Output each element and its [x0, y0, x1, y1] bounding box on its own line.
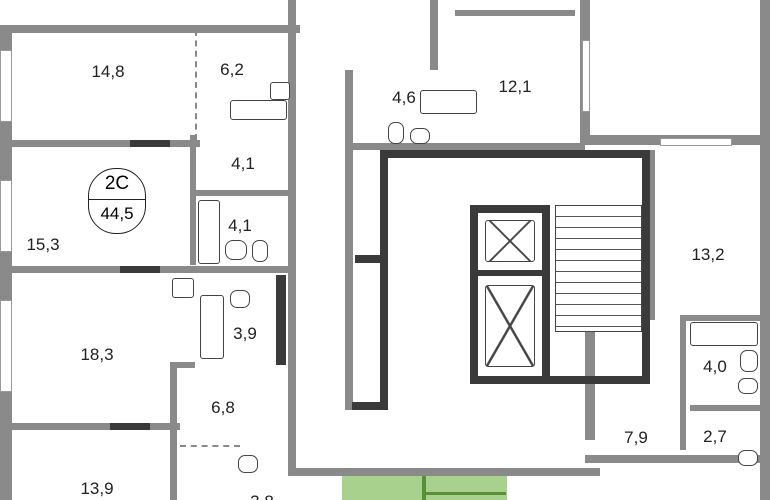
wall [455, 10, 575, 16]
sink [410, 128, 430, 144]
toilet [738, 450, 758, 466]
elevator-wall [542, 205, 550, 380]
bathtub [230, 100, 287, 120]
window [0, 50, 12, 122]
stair-core-wall [352, 402, 388, 410]
partition-line [180, 445, 240, 447]
highlighted-storage-border [426, 492, 506, 495]
room-area: 18,3 [80, 345, 114, 364]
wall [175, 362, 195, 368]
stair-core-wall [642, 150, 650, 384]
elevator-shaft [485, 220, 535, 262]
partition-line [195, 30, 197, 140]
stair-core-wall [380, 150, 388, 405]
window [660, 138, 732, 146]
sink [225, 240, 247, 260]
wall [345, 70, 353, 410]
elevator-wall [470, 205, 478, 380]
wall [130, 140, 170, 147]
room-area: 4,0 [703, 357, 727, 376]
elevator-wall [470, 270, 550, 276]
room-area: 13,2 [691, 245, 725, 264]
toilet [738, 378, 758, 394]
staircase [555, 205, 642, 332]
room-area: 6,2 [220, 60, 244, 79]
room-area: 15,3 [26, 235, 60, 254]
wall [645, 150, 655, 320]
room-area: 4,1 [228, 216, 252, 235]
wall [190, 135, 196, 265]
wall [0, 25, 300, 33]
room-area: 3,9 [233, 324, 257, 343]
wall [0, 140, 200, 147]
room-area: 13,9 [80, 479, 114, 498]
stair-core-wall [470, 376, 650, 384]
wall [345, 143, 585, 150]
wall [120, 266, 160, 273]
wall [170, 362, 177, 500]
wall [430, 0, 438, 70]
room-area: 7,9 [624, 428, 648, 447]
washbasin [172, 278, 194, 298]
sink [230, 290, 250, 308]
toilet [388, 122, 404, 144]
wall [110, 423, 150, 430]
elevator-wall [470, 205, 550, 213]
window [0, 180, 12, 252]
wall [585, 310, 595, 440]
apartment-area: 44,5 [89, 199, 145, 228]
wall [288, 0, 296, 475]
bathtub [420, 90, 477, 114]
apartment-code: 2C [104, 173, 130, 194]
highlighted-storage-border [422, 476, 426, 500]
window [0, 300, 12, 392]
wall [690, 405, 770, 411]
wall [760, 0, 770, 500]
room-area: 4,1 [231, 154, 255, 173]
stair-core-wall [380, 150, 650, 158]
sink [238, 455, 258, 473]
shaft-wall [355, 255, 385, 263]
wall [585, 455, 770, 463]
room-area: 14,8 [91, 62, 125, 81]
window [582, 40, 590, 112]
room-area: 4,6 [392, 88, 416, 107]
room-area: 3,8 [250, 492, 274, 500]
wall [680, 315, 770, 321]
sink [740, 350, 758, 372]
apartment-badge[interactable]: 2C 44,5 [88, 168, 146, 234]
washbasin [270, 82, 290, 100]
wall [288, 468, 600, 476]
bathtub [200, 295, 224, 359]
wall [0, 423, 180, 430]
wall [195, 190, 290, 196]
wall [680, 320, 686, 450]
bathtub [198, 200, 220, 264]
room-area: 6,8 [211, 398, 235, 417]
room-area: 12,1 [498, 77, 532, 96]
toilet [252, 240, 268, 262]
bathtub [690, 322, 758, 346]
room-area: 2,7 [703, 427, 727, 446]
elevator-shaft [485, 285, 535, 367]
wall [276, 275, 286, 365]
